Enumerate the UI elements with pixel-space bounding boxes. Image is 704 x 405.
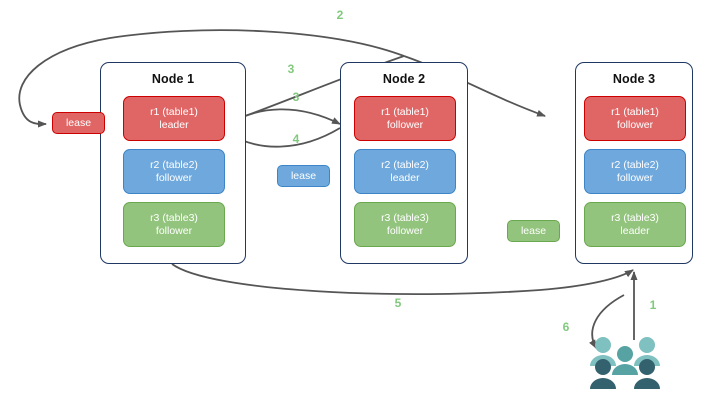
node-2-range-r2[interactable]: r2 (table2) leader	[354, 149, 456, 194]
edge-5	[171, 263, 634, 295]
step-label-1: 1	[649, 298, 657, 312]
step-label-6: 6	[562, 320, 570, 334]
lease-red[interactable]: lease	[52, 112, 105, 134]
node-2-range-r1-line1: r1 (table1)	[381, 105, 429, 118]
node-1-title: Node 1	[151, 72, 195, 86]
node-1-range-r3[interactable]: r3 (table3) follower	[123, 202, 225, 247]
node-1-range-r2-line1: r2 (table2)	[150, 158, 198, 171]
node-3-title: Node 3	[612, 72, 656, 86]
node-1-range-r2[interactable]: r2 (table2) follower	[123, 149, 225, 194]
step-label-2: 2	[336, 8, 344, 22]
node-3[interactable]: Node 3 r1 (table1) follower r2 (table2) …	[575, 62, 693, 264]
node-3-range-r3-line2: leader	[620, 224, 650, 237]
node-2[interactable]: Node 2 r1 (table1) follower r2 (table2) …	[340, 62, 468, 264]
node-2-range-r3-line1: r3 (table3)	[381, 211, 429, 224]
node-3-range-r3-line1: r3 (table3)	[611, 211, 659, 224]
node-1-range-r1-line1: r1 (table1)	[150, 105, 198, 118]
node-2-range-r2-line2: leader	[390, 171, 420, 184]
node-1-range-r3-line1: r3 (table3)	[150, 211, 198, 224]
node-2-range-r3-line2: follower	[386, 224, 424, 237]
step-label-3a: 3	[287, 62, 295, 76]
lease-blue-label: lease	[290, 170, 317, 182]
node-2-range-r2-line1: r2 (table2)	[381, 158, 429, 171]
lease-blue[interactable]: lease	[277, 165, 330, 187]
node-1-range-r3-line2: follower	[155, 224, 193, 237]
lease-green[interactable]: lease	[507, 220, 560, 242]
node-2-range-r1[interactable]: r1 (table1) follower	[354, 96, 456, 141]
node-1-range-r1-line2: leader	[159, 118, 189, 131]
step-label-4: 4	[292, 132, 300, 146]
node-2-range-r3[interactable]: r3 (table3) follower	[354, 202, 456, 247]
node-2-range-r1-line2: follower	[386, 118, 424, 131]
node-1-range-r1[interactable]: r1 (table1) leader	[123, 96, 225, 141]
clients-people-icon	[590, 337, 660, 389]
node-3-range-r1-line2: follower	[616, 118, 654, 131]
step-label-3b: 3	[292, 90, 300, 104]
node-2-title: Node 2	[382, 72, 426, 86]
node-3-range-r1-line1: r1 (table1)	[611, 105, 659, 118]
lease-red-label: lease	[65, 117, 92, 129]
step-label-5: 5	[394, 296, 402, 310]
node-1[interactable]: Node 1 r1 (table1) leader r2 (table2) fo…	[100, 62, 246, 264]
node-3-range-r2-line1: r2 (table2)	[611, 158, 659, 171]
node-3-range-r2-line2: follower	[616, 171, 654, 184]
node-3-range-r2[interactable]: r2 (table2) follower	[584, 149, 686, 194]
node-3-range-r3[interactable]: r3 (table3) leader	[584, 202, 686, 247]
node-1-range-r2-line2: follower	[155, 171, 193, 184]
node-3-range-r1[interactable]: r1 (table1) follower	[584, 96, 686, 141]
lease-green-label: lease	[520, 225, 547, 237]
